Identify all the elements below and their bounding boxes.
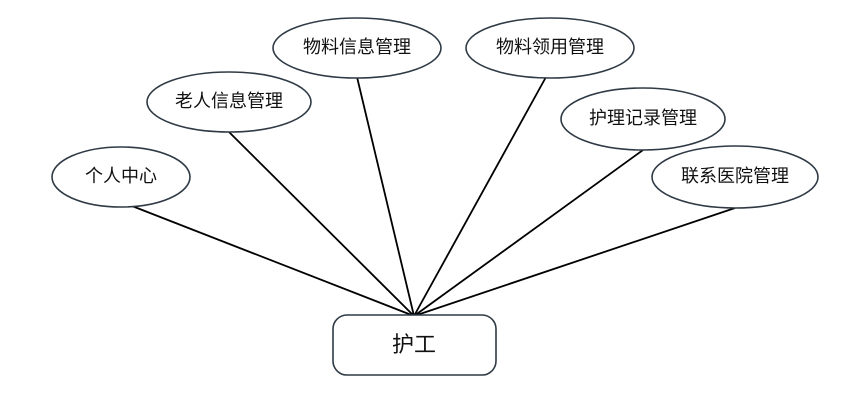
connectors (131, 76, 736, 317)
actor-caregiver: 护工 (332, 314, 497, 376)
connector-care-record (413, 149, 644, 317)
module-material-use: 物料领用管理 (465, 17, 635, 79)
module-care-record-ellipse (560, 87, 726, 151)
module-care-record-label: 护理记录管理 (589, 108, 697, 129)
actor-caregiver-box (332, 314, 497, 376)
connector-material-info (356, 76, 415, 317)
module-material-info-label: 物料信息管理 (303, 37, 411, 58)
connector-material-use (413, 76, 547, 317)
module-hospital-contact-label: 联系医院管理 (681, 166, 789, 187)
connector-hospital-contact (413, 207, 736, 317)
module-hospital-contact: 联系医院管理 (651, 145, 819, 209)
module-elder-info-ellipse (146, 71, 312, 133)
module-hospital-contact-ellipse (651, 145, 819, 209)
connector-elder-info (228, 131, 415, 317)
module-material-use-label: 物料领用管理 (496, 37, 604, 58)
module-material-info-ellipse (272, 17, 442, 79)
module-personal-center: 个人中心 (51, 146, 191, 208)
module-care-record: 护理记录管理 (560, 87, 726, 151)
module-elder-info-label: 老人信息管理 (175, 91, 283, 112)
module-material-use-ellipse (465, 17, 635, 79)
module-material-info: 物料信息管理 (272, 17, 442, 79)
module-personal-center-ellipse (51, 146, 191, 208)
actor-caregiver-label: 护工 (392, 333, 436, 358)
connector-personal-center (131, 205, 415, 317)
module-elder-info: 老人信息管理 (146, 71, 312, 133)
module-personal-center-label: 个人中心 (85, 166, 157, 187)
